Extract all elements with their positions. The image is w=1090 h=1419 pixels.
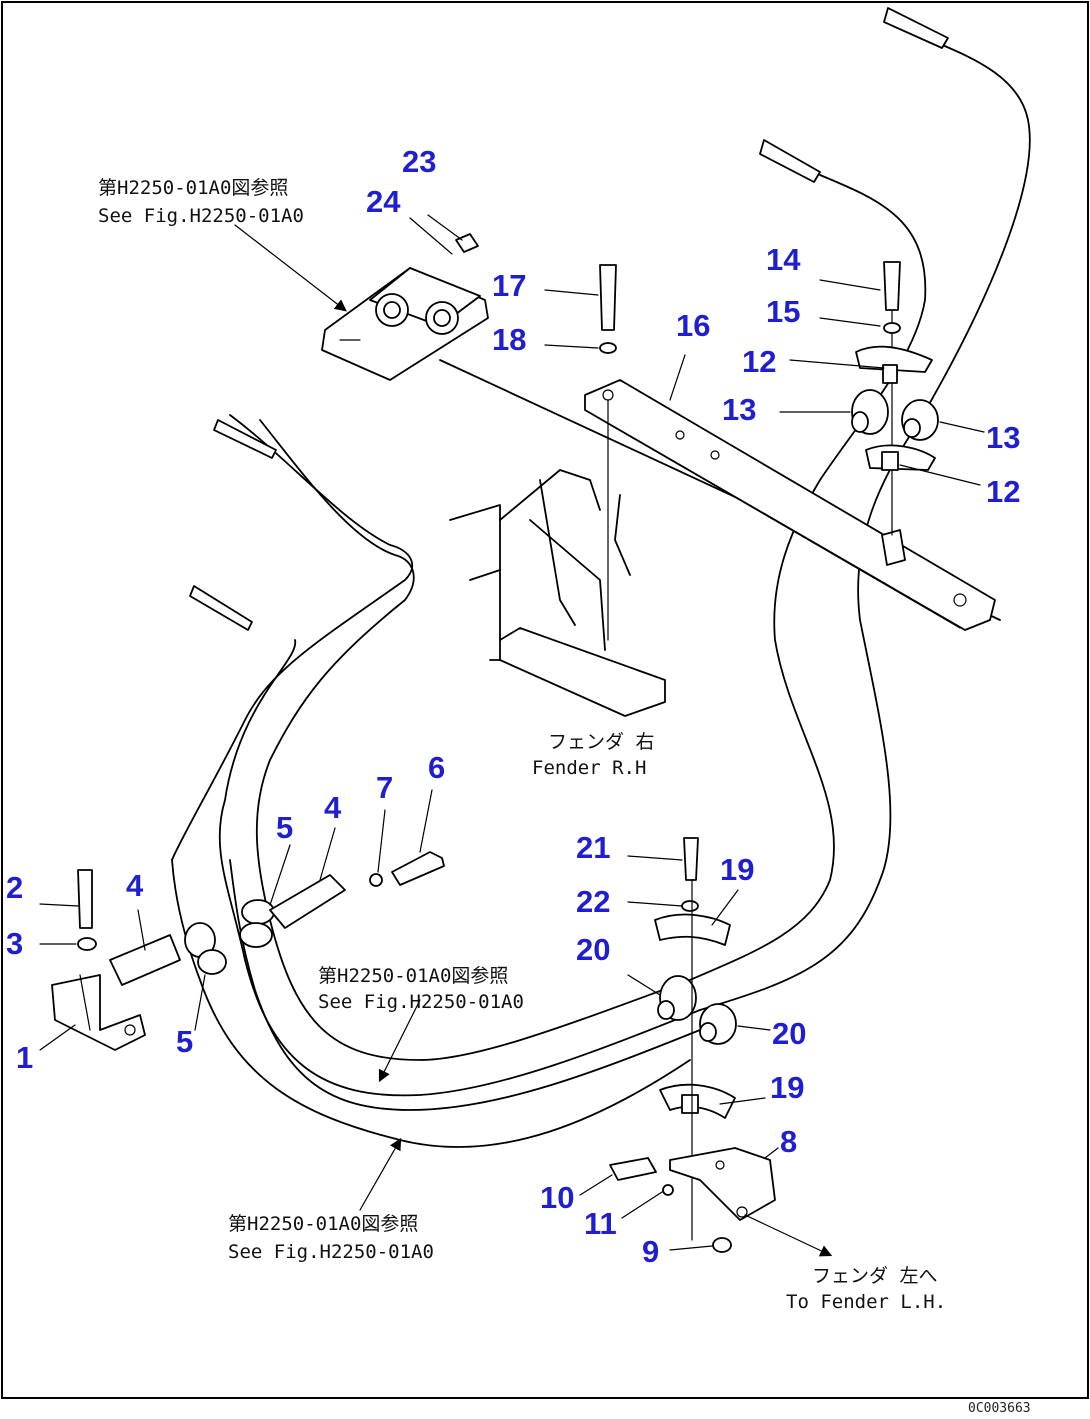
bolt-17 [599,264,617,354]
callout-7: 7 [376,770,393,805]
callout-5-lower: 5 [176,1024,193,1059]
cable-end-fittings [189,7,949,631]
callout-19-lower: 19 [770,1070,804,1105]
note-bottom-en: See Fig.H2250-01A0 [228,1241,434,1263]
callout-20-right: 20 [772,1016,806,1051]
fender-rh-frame [449,469,666,717]
callout-14: 14 [766,242,801,277]
callout-1: 1 [16,1040,33,1075]
callout-15: 15 [766,294,800,329]
callout-9: 9 [642,1234,659,1269]
callout-21: 21 [576,830,610,865]
callout-11: 11 [584,1206,617,1241]
callout-labels: 1 2 3 4 4 5 5 6 7 8 9 10 11 12 12 13 13 … [6,144,1020,1269]
note-top-left-jp: 第H2250-01A0図参照 [98,177,288,199]
note-bottom-jp: 第H2250-01A0図参照 [228,1213,418,1235]
callout-4-left: 4 [126,868,144,903]
callout-6: 6 [428,750,445,785]
upper-clamp-assembly [851,261,939,471]
note-fender-rh-jp: フェンダ 右 [548,731,654,753]
callout-13-right: 13 [986,420,1020,455]
left-bracket-assembly [51,851,445,1051]
reference-notes: 第H2250-01A0図参照 See Fig.H2250-01A0 フェンダ 右… [98,177,946,1313]
callout-13-left: 13 [722,392,756,427]
callout-17: 17 [492,268,526,303]
callout-19-upper: 19 [720,852,754,887]
callout-4-right: 4 [324,790,342,825]
note-to-fender-lh-jp: フェンダ 左へ [812,1265,937,1287]
callout-2: 2 [6,870,23,905]
leader-lines [39,214,985,1251]
callout-24: 24 [366,184,401,219]
callout-12-upper: 12 [742,344,776,379]
callout-8: 8 [780,1124,797,1159]
callout-5-upper: 5 [276,810,293,845]
note-to-fender-lh-en: To Fender L.H. [786,1291,946,1313]
note-top-left-en: See Fig.H2250-01A0 [98,205,304,227]
callout-18: 18 [492,322,526,357]
callout-16: 16 [676,308,710,343]
callout-3: 3 [6,926,23,961]
callout-12-lower: 12 [986,474,1020,509]
callout-20-left: 20 [576,932,610,967]
note-fender-rh-en: Fender R.H [532,757,646,779]
callout-10: 10 [540,1180,574,1215]
callout-23: 23 [402,144,436,179]
lower-clamp-assembly [609,837,776,1253]
crossbar-16 [584,299,996,641]
callout-22: 22 [576,884,610,919]
note-middle-en: See Fig.H2250-01A0 [318,991,524,1013]
reference-arrows [234,224,833,1257]
note-middle-jp: 第H2250-01A0図参照 [318,965,508,987]
drawing-code: 0C003663 [968,1401,1031,1416]
